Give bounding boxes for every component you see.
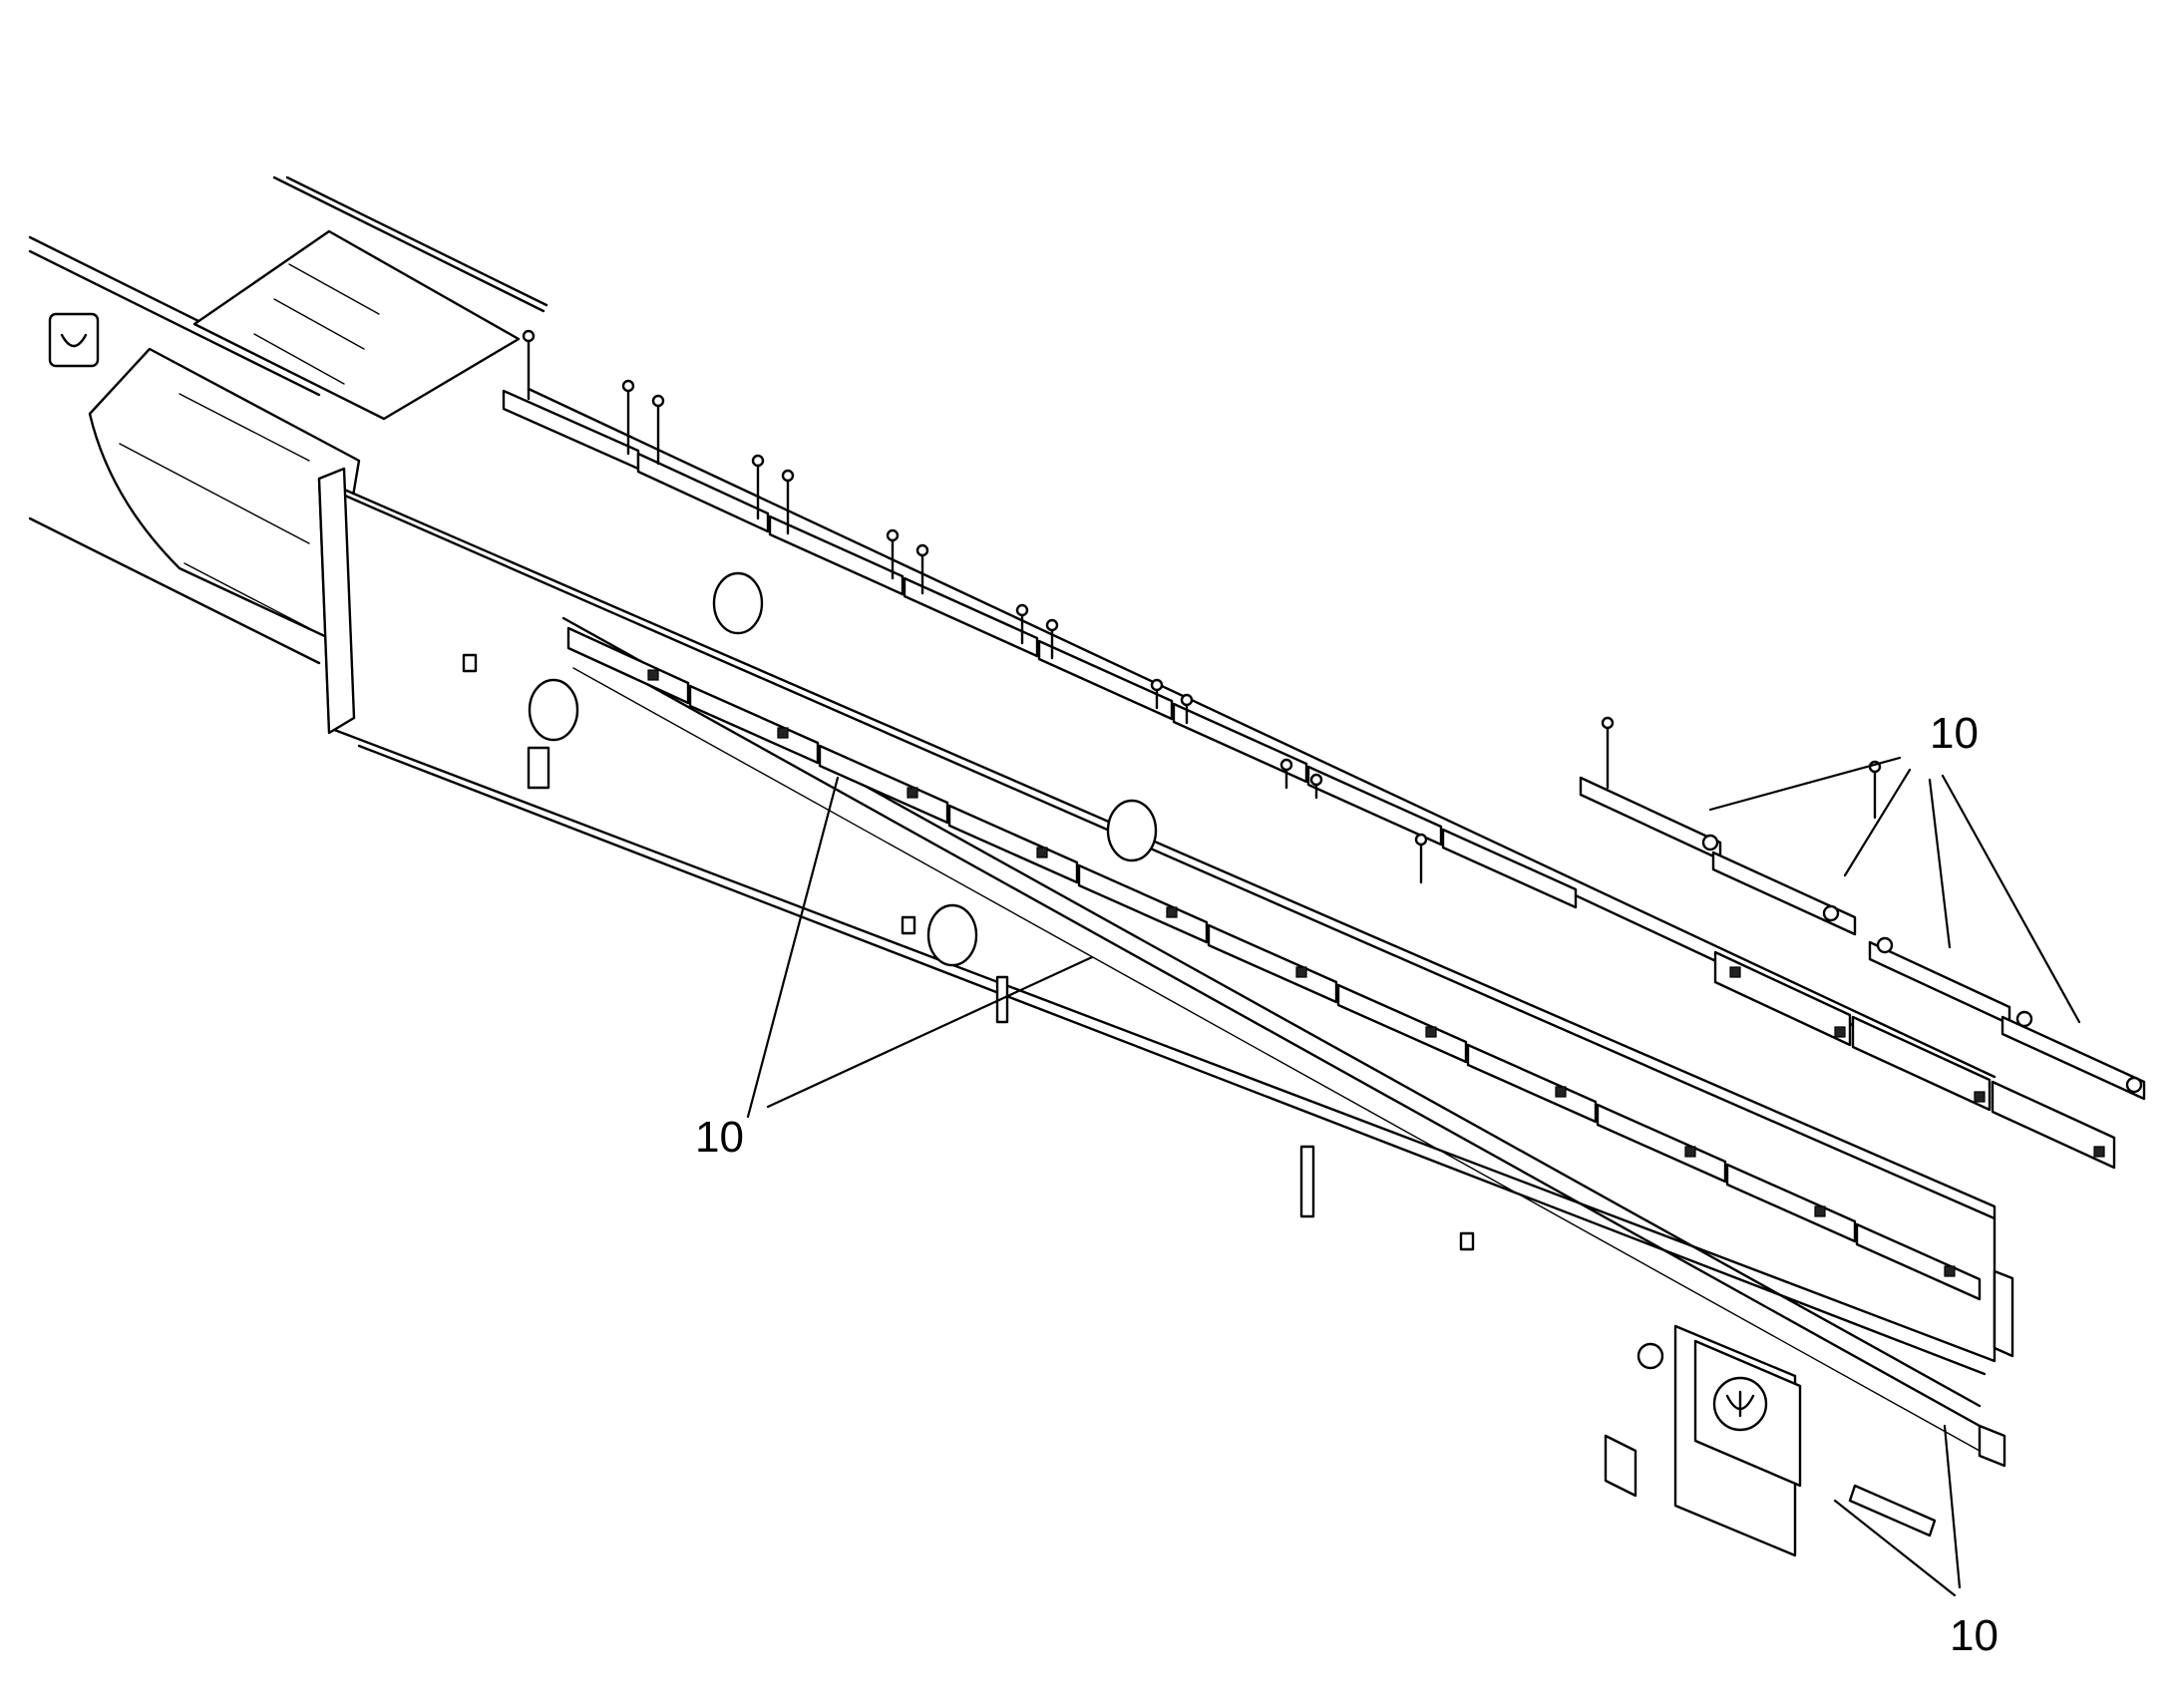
left-emblem-plate <box>48 312 100 368</box>
drive-end-bracket <box>1604 1269 2014 1557</box>
callout-left: 10 <box>695 1113 744 1162</box>
cover-plate-upper <box>192 229 521 421</box>
logo-emblem-icon <box>1725 1390 1755 1418</box>
upper-wear-strips <box>502 389 1578 909</box>
callout-bottom-right: 10 <box>1950 1611 1998 1660</box>
leader-lines <box>746 756 2081 1597</box>
lower-wear-strips <box>566 626 1982 1301</box>
logo-emblem-icon <box>60 333 88 348</box>
strip-markers <box>647 669 1956 1277</box>
frame-holes <box>528 571 1158 967</box>
cover-plate-lower <box>88 347 361 640</box>
callout-top-right: 10 <box>1930 709 1979 758</box>
detached-strips <box>1579 716 2146 1170</box>
upper-bolts <box>522 329 1882 884</box>
